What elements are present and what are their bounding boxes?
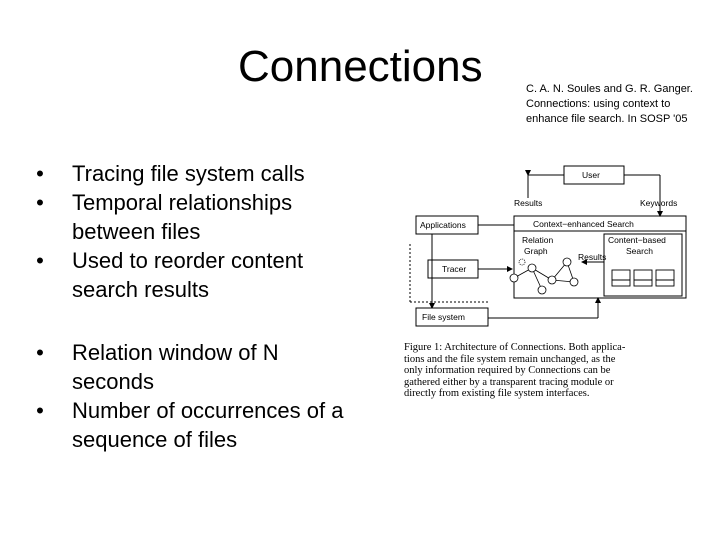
citation-line: enhance file search. In SOSP '05: [526, 113, 688, 125]
caption-line: directly from existing file system inter…: [404, 388, 590, 400]
tracer-label: Tracer: [442, 264, 466, 274]
bullet-dot: •: [36, 398, 44, 423]
bullet-text: between files: [72, 219, 201, 244]
results-label: Results: [514, 198, 542, 208]
architecture-figure: User Results Keywords Context−enhanced S…: [402, 150, 702, 400]
bullet-dot: •: [36, 161, 44, 186]
file-system-label: File system: [422, 312, 465, 322]
bullet-text: Used to reorder content: [72, 248, 304, 273]
relation-graph-nodes: [509, 257, 579, 295]
bullet-dot: •: [36, 248, 44, 273]
bullet-item: • Relation window of N seconds: [30, 338, 380, 396]
slide-title: Connections: [238, 42, 483, 91]
bullet-text: Number of occurrences of a: [72, 398, 344, 423]
bullet-item: • Tracing file system calls: [30, 159, 380, 188]
bullet-text: sequence of files: [72, 427, 238, 452]
index-boxes: [611, 269, 675, 287]
relation-graph-label: Graph: [524, 246, 548, 256]
bullet-text: Temporal relationships: [72, 190, 293, 215]
architecture-diagram: User Results Keywords Context−enhanced S…: [409, 165, 687, 327]
bullet-dot: •: [36, 190, 44, 215]
bullet-text: Tracing file system calls: [72, 161, 305, 186]
bullet-text: seconds: [72, 369, 154, 394]
context-search-label: Context−enhanced Search: [533, 219, 634, 229]
bullet-text: search results: [72, 277, 209, 302]
results-inner-label: Results: [578, 252, 606, 262]
bullet-list-relation: • Relation window of N seconds • Number …: [30, 338, 380, 454]
figure-caption: Figure 1: Architecture of Connections. B…: [404, 342, 694, 400]
content-search-label: Content−based: [608, 235, 666, 245]
citation: C. A. N. Soules and G. R. Ganger. Connec…: [526, 82, 714, 127]
keywords-label: Keywords: [640, 198, 677, 208]
citation-line: C. A. N. Soules and G. R. Ganger.: [526, 83, 693, 95]
bullet-list-tracing: • Tracing file system calls • Temporal r…: [30, 159, 380, 304]
caption-line: Figure 1: Architecture of Connections. B…: [404, 342, 626, 353]
file-system-box: [415, 307, 489, 327]
relation-graph-label: Relation: [522, 235, 553, 245]
bullet-item: • Temporal relationships between files: [30, 188, 380, 246]
caption-line: tions and the file system remain unchang…: [404, 353, 616, 365]
bullet-text: Relation window of N: [72, 340, 279, 365]
bullet-item: • Number of occurrences of a sequence of…: [30, 396, 380, 454]
citation-line: Connections: using context to: [526, 98, 671, 110]
applications-label: Applications: [420, 220, 466, 230]
caption-line: gathered either by a transparent tracing…: [404, 376, 614, 388]
caption-line: only information required by Connections…: [404, 365, 611, 377]
content-search-label: Search: [626, 246, 653, 256]
user-label: User: [582, 170, 600, 180]
content-search-box: [603, 233, 683, 297]
bullet-item: • Used to reorder content search results: [30, 246, 380, 304]
bullet-dot: •: [36, 340, 44, 365]
